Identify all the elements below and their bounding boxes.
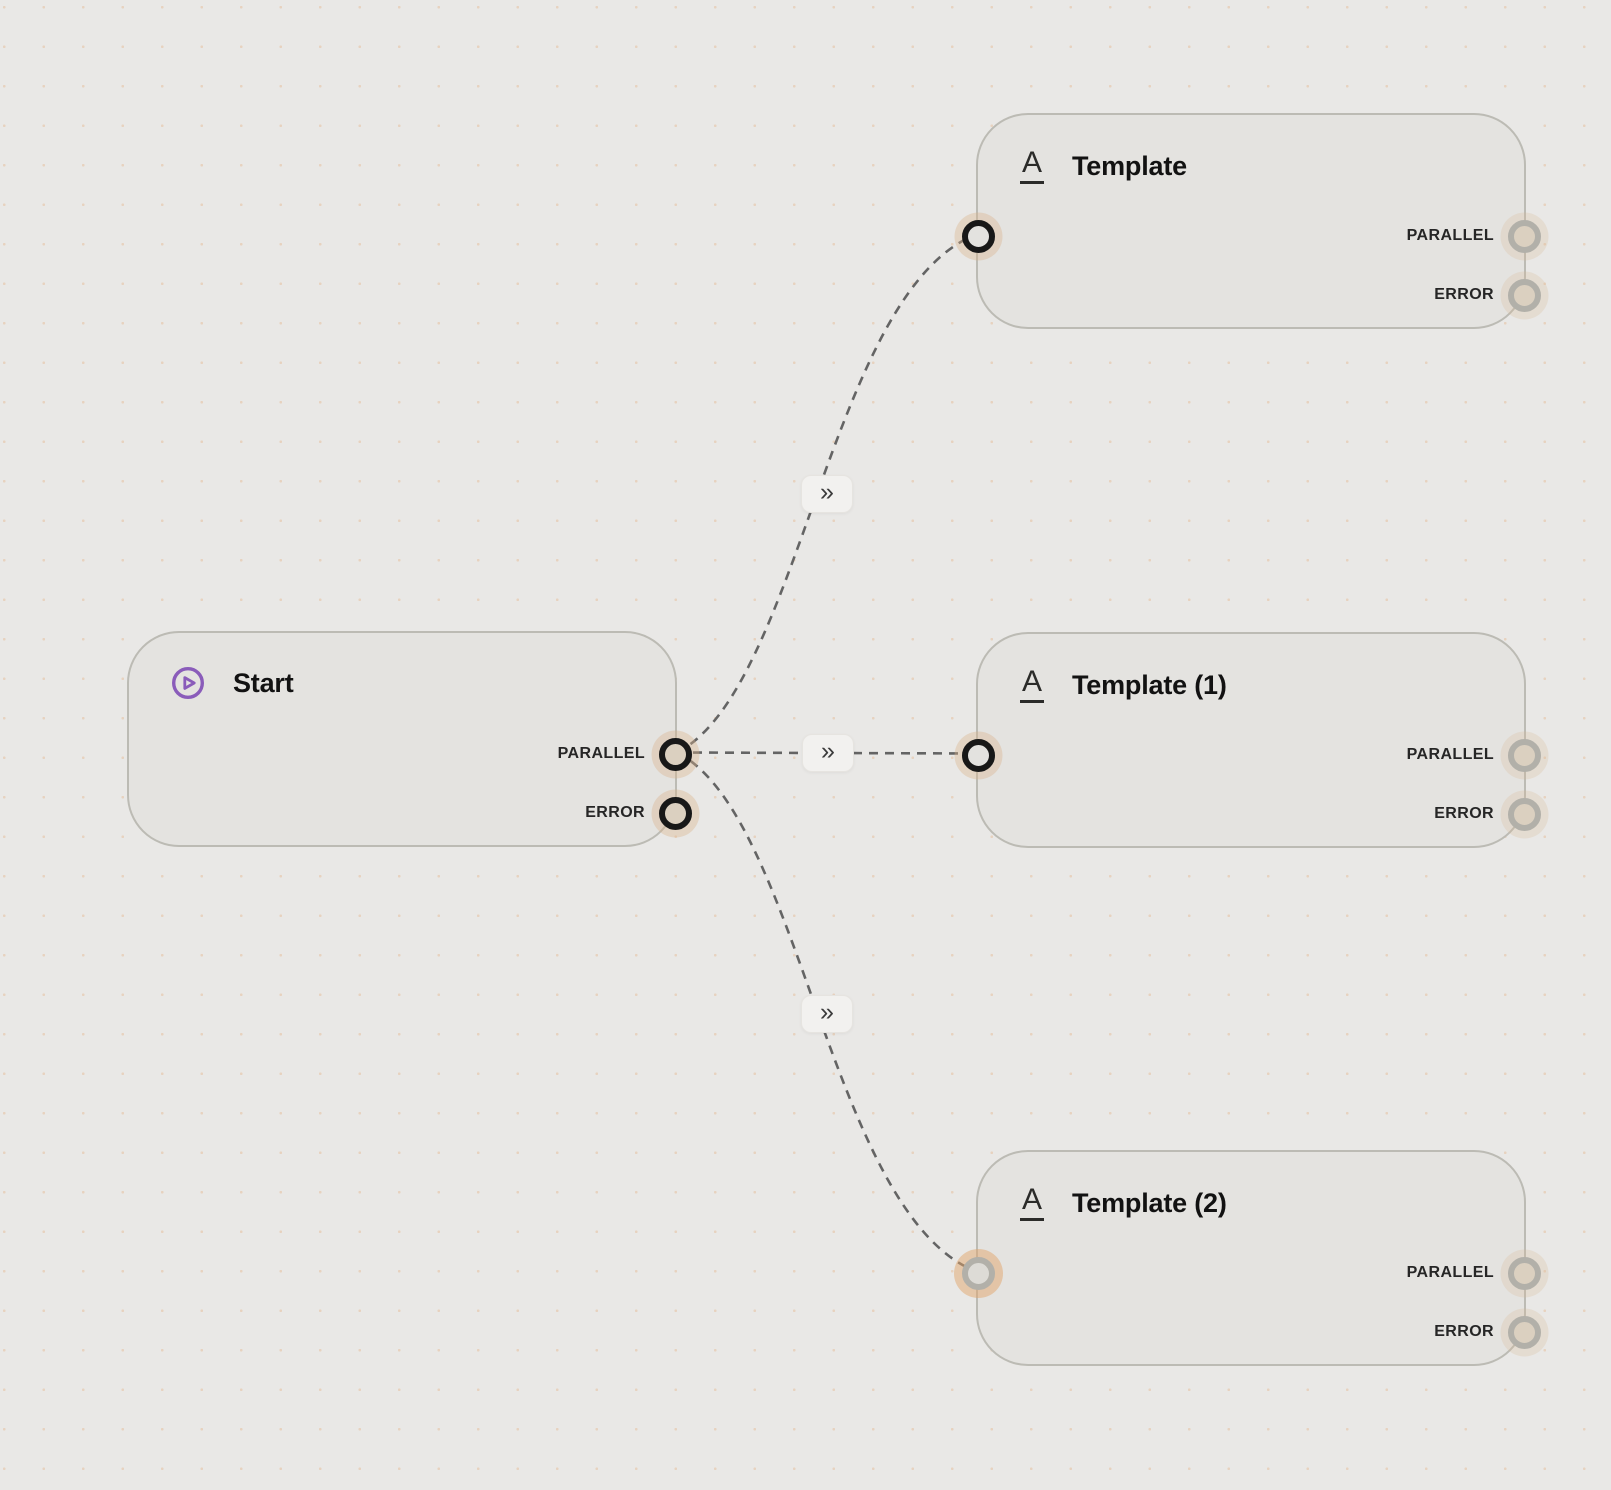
node-title: Template (1072, 150, 1187, 181)
output-port-error[interactable] (658, 797, 692, 830)
port-label-parallel: PARALLEL (557, 745, 645, 762)
output-port-parallel[interactable] (1507, 220, 1541, 253)
play-circle-icon (171, 666, 205, 700)
port-label-error: ERROR (585, 804, 645, 821)
node-title: Start (233, 667, 294, 698)
output-port-error[interactable] (1507, 1316, 1541, 1349)
output-port-parallel[interactable] (1507, 739, 1541, 772)
node-title: Template (2) (1072, 1187, 1227, 1218)
port-label-error: ERROR (1434, 1323, 1494, 1340)
input-port[interactable] (961, 739, 995, 772)
double-chevron-icon: » (821, 737, 835, 765)
letter-a-underline-icon: A (1020, 1185, 1045, 1221)
node-title: Template (1) (1072, 669, 1227, 700)
port-label-parallel: PARALLEL (1406, 227, 1494, 244)
node-template-2[interactable]: A Template (2) PARALLEL ERROR (961, 1150, 1541, 1366)
output-port-error[interactable] (1507, 279, 1541, 312)
input-port[interactable] (961, 1257, 995, 1290)
node-header: A Template (1020, 148, 1187, 184)
edge-marker-button[interactable]: » (801, 475, 853, 513)
double-chevron-icon: » (820, 998, 834, 1026)
output-port-error[interactable] (1507, 798, 1541, 831)
node-header: A Template (1) (1020, 667, 1227, 703)
letter-a-underline-icon: A (1020, 148, 1045, 184)
port-label-error: ERROR (1434, 805, 1494, 822)
node-header: A Template (2) (1020, 1185, 1227, 1221)
input-port[interactable] (961, 220, 995, 253)
letter-a-underline-icon: A (1020, 667, 1045, 703)
node-header: Start (171, 666, 294, 700)
port-label-parallel: PARALLEL (1406, 746, 1494, 763)
node-template-1[interactable]: A Template (1) PARALLEL ERROR (961, 632, 1541, 848)
edge-start-parallel-to-template[interactable] (676, 233, 977, 754)
output-port-parallel[interactable] (658, 738, 692, 771)
port-label-error: ERROR (1434, 286, 1494, 303)
port-label-parallel: PARALLEL (1406, 1264, 1494, 1281)
edge-marker-button[interactable]: » (801, 995, 853, 1033)
double-chevron-icon: » (820, 478, 834, 506)
output-port-parallel[interactable] (1507, 1257, 1541, 1290)
node-start[interactable]: Start PARALLEL ERROR (127, 631, 692, 847)
edge-start-parallel-to-template-2[interactable] (676, 751, 977, 1273)
edge-marker-button[interactable]: » (802, 734, 854, 772)
node-template[interactable]: A Template PARALLEL ERROR (961, 113, 1541, 329)
